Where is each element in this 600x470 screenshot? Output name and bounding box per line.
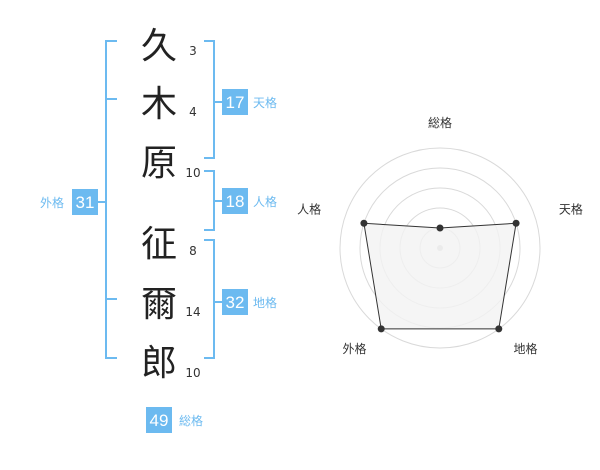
radar-grid-ring <box>339 147 541 349</box>
given-char-3: 郎 <box>141 343 177 384</box>
svg-text:地格: 地格 <box>253 295 277 310</box>
radar-axis-label: 人格 <box>297 201 321 216</box>
given-char-2: 爾 <box>141 284 177 325</box>
gaikaku-badge: 外格 31 <box>40 189 98 215</box>
radar-area <box>363 222 517 330</box>
stroke-count: 10 <box>185 366 200 380</box>
svg-text:総格: 総格 <box>179 413 203 428</box>
radar-axis-label: 外格 <box>343 341 367 356</box>
gaikaku-bracket <box>105 40 117 359</box>
svg-text:外格: 外格 <box>40 195 64 210</box>
radar-axis-label: 天格 <box>559 201 583 216</box>
radar-point-2 <box>512 219 520 227</box>
radar-axis-label: 総格 <box>428 115 452 130</box>
stroke-count: 8 <box>189 244 197 258</box>
radar-point-3 <box>495 325 503 333</box>
given-char-1: 征 <box>141 224 177 265</box>
tenkaku-bracket <box>204 40 215 159</box>
radar-axis-label: 地格 <box>513 341 537 356</box>
radar-point-5 <box>360 219 368 227</box>
stroke-count: 10 <box>185 166 200 180</box>
stroke-count: 3 <box>189 44 197 58</box>
tenkaku-badge: 17 天格 <box>222 89 277 115</box>
jinkaku-badge: 18 人格 <box>222 188 277 214</box>
surname-char-1: 久 <box>141 26 177 67</box>
jinkaku-bracket <box>204 170 215 231</box>
svg-text:人格: 人格 <box>253 194 277 209</box>
svg-text:天格: 天格 <box>253 95 277 110</box>
stroke-count: 4 <box>189 105 197 119</box>
chikaku-badge: 32 地格 <box>222 289 277 315</box>
stroke-count: 14 <box>185 305 200 319</box>
svg-text:31: 31 <box>76 193 95 212</box>
svg-text:18: 18 <box>226 192 245 211</box>
radar-point-4 <box>377 325 385 333</box>
chikaku-bracket <box>204 239 215 359</box>
surname-char-2: 木 <box>141 84 177 125</box>
svg-text:32: 32 <box>226 293 245 312</box>
surname-char-3: 原 <box>141 143 177 184</box>
soukaku-badge: 49 総格 <box>146 407 203 433</box>
radar-point-1 <box>436 224 444 232</box>
svg-text:17: 17 <box>226 93 245 112</box>
svg-text:49: 49 <box>150 411 169 430</box>
